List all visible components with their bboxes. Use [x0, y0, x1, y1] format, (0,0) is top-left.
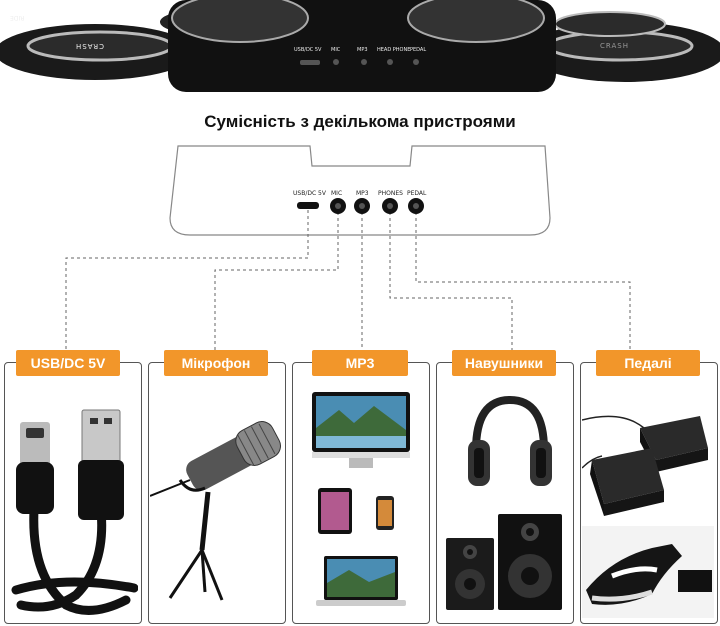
badge-pedals: Педалі — [596, 350, 700, 376]
device-port-pedal: PEDAL — [410, 47, 427, 53]
card-microphone — [148, 362, 286, 624]
badge-microphone: Мікрофон — [164, 350, 268, 376]
pedals-shoe-icon — [582, 415, 714, 618]
page-heading: Сумісність з декількома пристроями — [204, 112, 516, 131]
panel-port-usb-label: USB/DC 5V — [293, 190, 326, 197]
device-port-usb: USB/DC 5V — [294, 47, 322, 53]
device-port-mp3: MP3 — [357, 47, 368, 53]
mp3-devices-icon — [312, 392, 410, 606]
panel-port-mp3-label: MP3 — [356, 190, 369, 197]
pad-label-crash-left: CRASH — [75, 42, 104, 50]
microphone-icon — [150, 421, 281, 601]
badge-mp3: MP3 — [312, 350, 408, 376]
badge-usb: USB/DC 5V — [16, 350, 120, 376]
drum-pad-device-image — [0, 0, 720, 92]
panel-port-phones-label: PHONES — [378, 190, 403, 197]
panel-port-pedal-label: PEDAL — [407, 190, 427, 197]
panel-port-jacks — [297, 198, 424, 214]
badge-headphones: Навушники — [452, 350, 556, 376]
pad-label-ride: RIDE — [10, 14, 25, 21]
pad-label-crash-right: CRASH — [600, 42, 629, 50]
usb-cable-icon — [11, 409, 138, 615]
device-port-mic: MIC — [331, 47, 341, 53]
port-panel-diagram — [65, 145, 631, 358]
device-port-headphone: HEAD PHONE — [377, 47, 411, 53]
headphones-speakers-icon — [446, 395, 562, 610]
panel-port-mic-label: MIC — [331, 190, 343, 197]
